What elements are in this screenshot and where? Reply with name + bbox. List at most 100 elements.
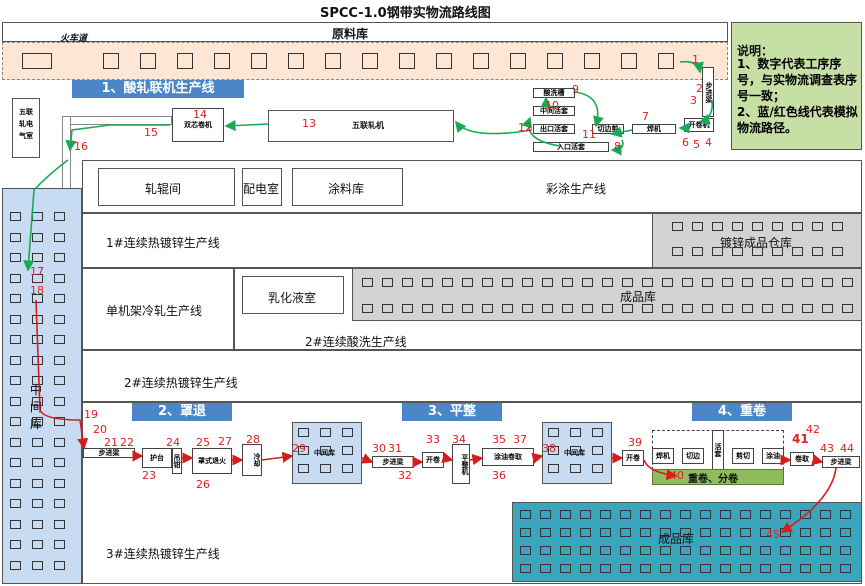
single-stand-mill-area	[82, 268, 234, 350]
storage-slot	[832, 247, 843, 256]
storage-slot	[622, 304, 633, 313]
storage-slot	[562, 304, 573, 313]
storage-slot	[680, 528, 691, 537]
galv-product-store-label: 镀锌成品仓库	[720, 236, 793, 250]
step-number: 32	[398, 469, 412, 482]
storage-slot	[820, 510, 831, 519]
storage-slot	[620, 564, 631, 573]
storage-slot	[32, 478, 43, 488]
storage-slot	[760, 546, 771, 555]
storage-slot	[10, 355, 21, 365]
storage-slot	[760, 564, 771, 573]
step-number: 20	[93, 423, 107, 436]
storage-slot	[10, 458, 21, 467]
rewind-split-label: 重卷、分卷	[688, 474, 738, 485]
storage-slot	[54, 560, 65, 570]
storage-slot	[700, 564, 711, 573]
storage-slot	[32, 314, 43, 324]
cooling: 冷却	[242, 444, 262, 476]
step-number: 7	[642, 110, 649, 123]
mid-store-a-label: 中间库	[314, 449, 335, 457]
storage-slot	[680, 510, 691, 519]
storage-slot	[548, 446, 559, 455]
storage-slot	[399, 53, 415, 69]
storage-slot	[642, 278, 653, 287]
storage-slot	[547, 53, 563, 69]
storage-slot	[762, 304, 773, 313]
storage-slot	[32, 437, 43, 447]
step-number: 28	[246, 433, 260, 446]
storage-slot	[570, 428, 581, 437]
storage-slot	[800, 546, 811, 555]
step-number: 6	[682, 136, 689, 149]
mid-store-b	[542, 422, 612, 484]
storage-slot	[640, 528, 651, 537]
exit-loop: 出口活套	[533, 124, 575, 134]
step-number: 22	[120, 436, 134, 449]
storage-slot	[462, 278, 473, 287]
storage-slot	[540, 564, 551, 573]
step-number: 17	[30, 265, 44, 278]
step-number: 16	[74, 140, 88, 153]
mid-store-b-label: 中间库	[564, 449, 585, 457]
storage-slot	[720, 546, 731, 555]
storage-slot	[820, 546, 831, 555]
storage-slot	[442, 278, 453, 287]
step-number: 44	[840, 442, 854, 455]
storage-slot	[362, 304, 373, 313]
storage-slot	[560, 510, 571, 519]
storage-slot	[342, 446, 353, 455]
storage-slot	[700, 528, 711, 537]
storage-slot	[642, 304, 653, 313]
step-number: 35	[492, 433, 506, 446]
storage-slot	[720, 528, 731, 537]
storage-slot	[772, 222, 783, 231]
storage-slot	[54, 294, 65, 303]
storage-slot	[562, 278, 573, 287]
single-stand-mill-label: 单机架冷轧生产线	[106, 304, 203, 318]
storage-slot	[662, 304, 673, 313]
step-number: 43	[820, 442, 834, 455]
storage-slot	[362, 278, 373, 287]
storage-slot	[140, 53, 156, 69]
step-number: 36	[492, 469, 506, 482]
step-number: 3	[690, 94, 697, 107]
storage-slot	[54, 335, 65, 344]
storage-slot	[54, 478, 65, 488]
storage-slot	[680, 546, 691, 555]
storage-slot	[560, 528, 571, 537]
storage-slot	[580, 528, 591, 537]
storage-slot	[740, 564, 751, 573]
step-number: 40	[670, 469, 684, 482]
storage-slot	[54, 232, 65, 242]
galv-line-2-label: 2#连续热镀锌生产线	[124, 376, 238, 390]
storage-slot	[10, 314, 21, 324]
storage-slot	[320, 446, 331, 455]
storage-slot	[32, 355, 43, 365]
storage-slot	[502, 304, 513, 313]
storage-slot	[660, 546, 671, 555]
guard-table: 护台	[142, 448, 172, 468]
storage-slot	[32, 376, 43, 385]
storage-slot	[702, 304, 713, 313]
crane-tongs: 吊钳	[172, 448, 182, 474]
weld-2: 焊机	[652, 448, 674, 464]
storage-slot	[792, 222, 803, 231]
storage-slot	[620, 546, 631, 555]
storage-slot	[580, 546, 591, 555]
storage-slot	[820, 528, 831, 537]
storage-slot	[542, 278, 553, 287]
storage-slot	[780, 564, 791, 573]
storage-slot	[32, 540, 43, 549]
storage-slot	[522, 278, 533, 287]
hood-anneal: 罩式退火	[192, 448, 232, 474]
storage-slot	[10, 560, 21, 570]
storage-slot	[54, 396, 65, 406]
diagram-title: SPCC-1.0钢带实物流路线图	[320, 6, 491, 21]
coiler-connector	[62, 116, 172, 125]
storage-slot	[662, 278, 673, 287]
storage-slot	[600, 528, 611, 537]
storage-slot	[832, 222, 843, 231]
storage-slot	[342, 464, 353, 473]
storage-slot	[800, 528, 811, 537]
